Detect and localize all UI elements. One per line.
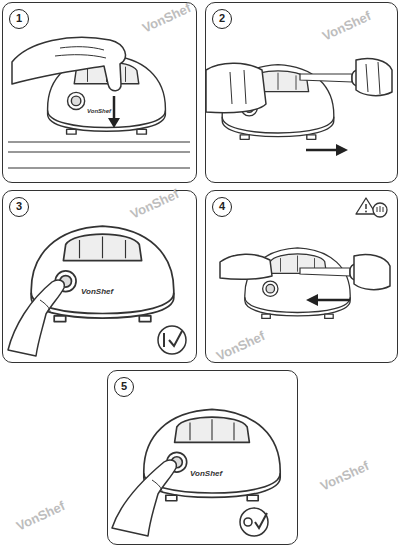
step-panel: 5 — [107, 370, 298, 545]
watermark: VonShef — [214, 328, 267, 363]
step-number: 2 — [212, 9, 232, 29]
watermark: VonShef — [140, 0, 193, 35]
watermark: VonShef — [128, 186, 181, 221]
step-number: 5 — [114, 377, 134, 397]
step2-drawing — [206, 58, 392, 156]
brand-text: VonShef — [189, 469, 223, 478]
step-panel: 2 — [205, 2, 398, 183]
step4-drawing — [220, 198, 390, 318]
step3-drawing — [8, 226, 186, 356]
watermark: VonShef — [14, 498, 67, 533]
step1-drawing — [8, 37, 190, 168]
step-panel: 3 — [2, 190, 197, 363]
watermark: VonShef — [318, 458, 371, 493]
brand-text: VonShef — [86, 108, 112, 114]
step-number: 4 — [212, 197, 232, 217]
step-number: 3 — [9, 197, 29, 217]
step5-drawing — [112, 409, 280, 536]
brand-text: VonShef — [80, 287, 114, 296]
step-panel: 4 — [205, 190, 398, 363]
step-number: 1 — [9, 9, 29, 29]
step-panel: 1 — [2, 2, 197, 183]
watermark: VonShef — [320, 8, 373, 43]
